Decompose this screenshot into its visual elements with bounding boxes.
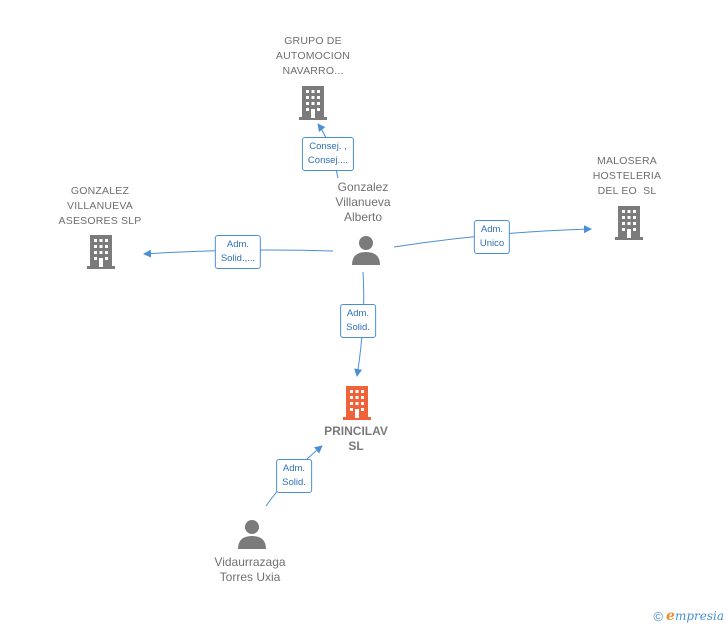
- footer-brand: © empresia: [653, 608, 724, 624]
- edge-label-line: Consej....: [307, 155, 349, 166]
- edge-label-line: Solid.: [282, 477, 306, 488]
- label-line: Villanueva: [335, 195, 391, 209]
- company-label-gonzalez-asesores[interactable]: GONZALEZ VILLANUEVA ASESORES SLP: [59, 184, 142, 229]
- label-line: AUTOMOCION: [275, 50, 351, 62]
- company-label-grupo[interactable]: GRUPO DE AUTOMOCION NAVARRO...: [276, 34, 350, 79]
- building-icon[interactable]: [613, 204, 645, 240]
- label-line: MALOSERA: [597, 155, 657, 167]
- person-icon[interactable]: [236, 518, 268, 550]
- person-icon[interactable]: [350, 234, 382, 266]
- person-label-vidaurrazaga[interactable]: Vidaurrazaga Torres Uxia: [214, 555, 285, 585]
- label-line: Vidaurrazaga: [214, 555, 286, 569]
- company-label-princilav[interactable]: PRINCILAV SL: [324, 424, 388, 454]
- label-line: NAVARRO...: [282, 65, 344, 77]
- company-label-malosera[interactable]: MALOSERA HOSTELERIA DEL EO SL: [593, 154, 662, 199]
- label-line: DEL EO SL: [597, 185, 657, 197]
- logo-initial: e: [666, 608, 675, 624]
- label-line: Gonzalez: [337, 180, 389, 194]
- label-line: VILLANUEVA: [67, 200, 133, 212]
- edge-label-to-grupo[interactable]: Consej. , Consej....: [301, 137, 355, 171]
- edge-label-line: Adm.: [480, 224, 504, 235]
- edge-label-line: Adm.: [282, 463, 306, 474]
- label-line: ASESORES SLP: [58, 215, 142, 227]
- logo-text: mpresia: [674, 609, 724, 623]
- label-line: GONZALEZ: [70, 185, 130, 197]
- building-icon[interactable]: [85, 233, 117, 269]
- label-line: PRINCILAV: [324, 424, 388, 438]
- empresia-logo[interactable]: empresia: [666, 608, 724, 624]
- edge-label-to-malosera[interactable]: Adm. Unico: [473, 220, 511, 254]
- edge-label-line: Adm.: [346, 308, 370, 319]
- copyright-symbol: ©: [653, 608, 664, 624]
- building-icon-focus[interactable]: [341, 384, 373, 420]
- edge-label-line: Unico: [479, 238, 505, 249]
- label-line: SL: [348, 439, 364, 453]
- edge-label-line: Solid.,...: [220, 253, 256, 264]
- edge-label-line: Solid.: [346, 322, 370, 333]
- label-line: HOSTELERIA: [592, 170, 662, 182]
- building-icon[interactable]: [297, 84, 329, 120]
- person-label-gonzalez-alberto[interactable]: Gonzalez Villanueva Alberto: [335, 180, 390, 225]
- label-line: GRUPO DE: [284, 35, 342, 47]
- label-line: Alberto: [343, 210, 383, 224]
- edge-label-to-princilav-b[interactable]: Adm. Solid.: [276, 459, 312, 493]
- edge-label-line: Adm.: [226, 239, 250, 250]
- edge-label-to-princilav-a[interactable]: Adm. Solid.: [340, 304, 376, 338]
- edge-label-to-asesores[interactable]: Adm. Solid.,...: [214, 235, 262, 269]
- edge-label-line: Consej. ,: [309, 141, 347, 152]
- label-line: Torres Uxia: [219, 570, 281, 584]
